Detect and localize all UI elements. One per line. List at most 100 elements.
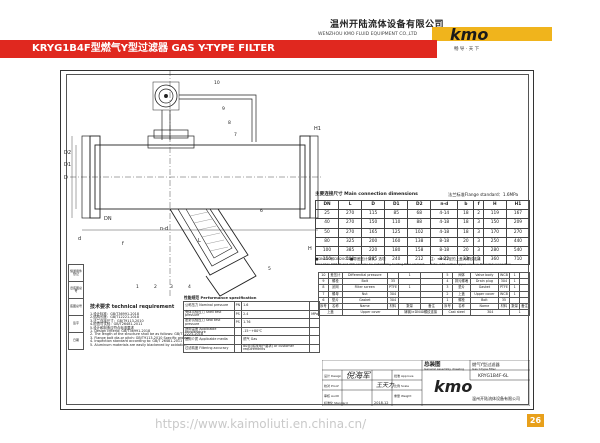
company-name-cn: 温州开陆流体设备有限公司 — [330, 20, 445, 30]
dimensions-cell: 160 — [384, 236, 409, 247]
title-block: 燃气Y型过滤器 Gas Y-type filter 总装图 General as… — [322, 360, 530, 406]
dimensions-cell: 385 — [338, 245, 363, 257]
dimensions-cell: 18 — [457, 209, 475, 220]
dimensions-cell: 125 — [384, 227, 409, 238]
label-L: L — [198, 238, 201, 244]
dimensions-cell: 4-18 — [430, 227, 459, 238]
performance-cell: 1.6 — [241, 301, 311, 311]
parts-cell: 304 — [470, 309, 511, 317]
dimensions-note-right: 注：≤40口径的上盖为螺纹连接 — [430, 257, 481, 261]
designer-signature: 倪海军 — [346, 371, 372, 380]
part-number: 5 — [268, 266, 271, 272]
title-label: 重量 Weight — [394, 393, 412, 398]
title-banner — [0, 40, 437, 58]
assembly-title-en: General assembly drawing — [424, 367, 464, 371]
label-D: D — [64, 175, 68, 181]
dimensions-cell: 50 — [314, 227, 340, 238]
company-name-en: WENZHOU KMO FLUID EQUIPMENT CO.,LTD — [318, 32, 418, 37]
dimensions-cell: 270 — [338, 209, 363, 220]
requirement-item: 4.检查与试验：GB/T26481-2011 — [90, 322, 143, 327]
dimensions-header-cell: f — [473, 199, 484, 211]
performance-cell: MPa — [309, 309, 320, 319]
registration-cell: 日期 — [68, 332, 84, 350]
parts-cell: Cast steel — [442, 309, 472, 317]
dimensions-header-cell: b — [457, 199, 475, 211]
dimensions-cell: 212 — [407, 255, 432, 266]
dimensions-cell: 88 — [407, 218, 432, 229]
requirement-item: 4. Inspection standard according to: GB/… — [90, 339, 183, 344]
title-label: 标准化 Standard — [324, 400, 348, 405]
dimensions-cell: 2 — [473, 209, 484, 220]
registration-cell: 底图总号 — [68, 298, 84, 316]
dimensions-header-cell: D2 — [407, 199, 432, 211]
dimensions-cell: 180 — [384, 245, 409, 257]
dimensions-cell: 220 — [361, 245, 386, 257]
performance-cell — [233, 326, 243, 336]
dimensions-cell: 3 — [473, 218, 484, 229]
part-number: 9 — [222, 106, 225, 112]
dimensions-cell: 80 — [314, 236, 340, 247]
title-label: 批准 Approve — [394, 373, 414, 378]
title-block-company: 温州开陆流体设备有限公司 — [472, 395, 520, 401]
dimensions-cell: 3 — [473, 245, 484, 257]
dimensions-cell: 115 — [361, 209, 386, 220]
dimensions-cell: 25 — [314, 209, 340, 220]
dimensions-cell: 165 — [361, 227, 386, 238]
requirement-item: 3. Flange bolt dia.or pitch: GB/T9113-20… — [90, 335, 190, 340]
dimensions-cell: 4-14 — [430, 209, 459, 220]
dimensions-cell: 20 — [457, 236, 475, 247]
dimensions-cell: 68 — [407, 209, 432, 220]
title-label: 校对 Proof — [324, 383, 340, 388]
performance-cell: PN — [233, 301, 243, 311]
title-label: 比例 Scale — [394, 383, 409, 388]
performance-cell: 适用温度 Applicable temperature — [183, 326, 235, 336]
part-number: 8 — [228, 120, 231, 126]
title-block-logo: kmo — [434, 377, 472, 396]
dimensions-cell: 102 — [407, 227, 432, 238]
performance-cell — [233, 343, 243, 353]
label-H1: H1 — [314, 126, 321, 132]
dimensions-cell: 440 — [505, 236, 531, 247]
label-DN: DN — [104, 216, 112, 222]
dimensions-cell: 3 — [473, 255, 484, 266]
dimensions-cell: 150 — [361, 218, 386, 229]
parts-cell: 上盖 — [318, 309, 343, 317]
dimensions-cell: 170 — [482, 227, 507, 238]
drawing-number: KRYG1B4F-6L — [478, 373, 509, 379]
part-number: 10 — [214, 80, 220, 86]
assembly-title-cn: 总装图 — [424, 360, 441, 368]
dimensions-header-cell: H — [482, 199, 507, 211]
dimensions-note-right-en: Note: ≤40 caliber upper cover is threade… — [430, 262, 511, 266]
registration-cell: 借通用件登记 — [68, 264, 84, 282]
kmo-logo: kmo 畅 导 · 天 下 — [432, 13, 552, 53]
dimensions-header-cell: L — [338, 199, 363, 211]
performance-cell: 密封试验压力 Seal test pressure — [183, 318, 235, 328]
part-number: 7 — [234, 132, 237, 138]
dimensions-header-cell: D — [361, 199, 386, 211]
dimensions-cell: 8-18 — [430, 236, 459, 247]
dimensions-cell: 100 — [314, 245, 340, 257]
drawing-name-cn: 燃气Y型过滤器 — [472, 361, 500, 368]
dimensions-cell: 119 — [482, 209, 507, 220]
title-label: 审核 Audit — [324, 393, 340, 398]
part-number: 4 — [188, 284, 191, 290]
performance-cell: 1.76 — [241, 318, 311, 328]
dimensions-cell: 85 — [384, 209, 409, 220]
flange-standard: 法兰标准Flange standard：1.6MPa — [448, 192, 519, 197]
parts-cell: 1 — [509, 309, 530, 317]
performance-cell: PS — [233, 309, 243, 319]
part-number: 3 — [170, 284, 173, 290]
requirement-item: 2. The length of the structure shall be … — [90, 332, 204, 337]
dimensions-note-left-en: More than DN100 and 200 can also be inst… — [315, 262, 426, 266]
performance-cell: 80目(或按用户要求) or customer requirements — [241, 343, 311, 353]
label-D1: D1 — [64, 162, 71, 168]
part-number: 1 — [136, 284, 139, 290]
dimensions-cell: 167 — [505, 209, 531, 220]
